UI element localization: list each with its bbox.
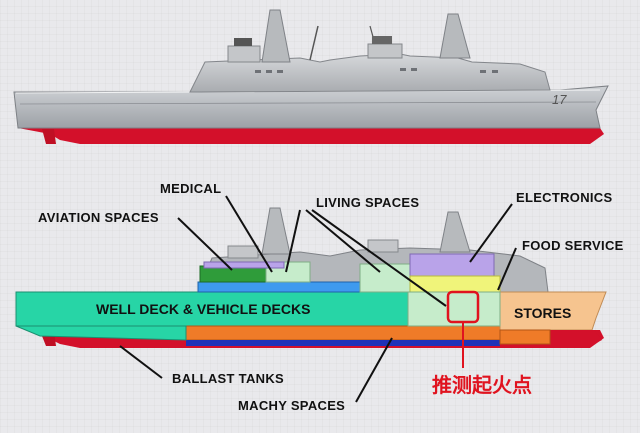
hull-number: 17 xyxy=(552,92,567,107)
bridge-block xyxy=(367,43,403,59)
cutaway-fwd-stack xyxy=(439,211,471,253)
machy-spaces-label: MACHY SPACES xyxy=(238,398,345,413)
machinery-fwd xyxy=(499,329,551,345)
well-deck-label: WELL DECK & VEHICLE DECKS xyxy=(96,301,310,317)
exterior-ship: 17 xyxy=(13,9,609,144)
leader-lines xyxy=(119,195,517,403)
ballast-region xyxy=(186,340,506,346)
living-region-fwd xyxy=(359,263,411,293)
red-underhull xyxy=(18,128,604,144)
food-service-label: FOOD SERVICE xyxy=(522,238,624,253)
antenna-1 xyxy=(309,25,319,61)
medical-leader xyxy=(225,195,273,273)
ballast-tanks-label: BALLAST TANKS xyxy=(172,371,284,386)
living-lower-fwd xyxy=(407,291,501,327)
medical-label: MEDICAL xyxy=(160,181,221,196)
window-row xyxy=(255,68,498,73)
cutaway-bridge-block xyxy=(367,239,399,253)
food-service-leader xyxy=(497,247,517,291)
living-leader-2 xyxy=(305,209,381,273)
aviation-leader xyxy=(177,217,233,271)
living-leader-1 xyxy=(285,209,301,273)
electronics-region xyxy=(409,253,495,277)
stores-label: STORES xyxy=(514,305,571,321)
cutaway-aft-block xyxy=(227,245,259,259)
aviation-region xyxy=(197,281,361,293)
fire-origin-label: 推测起火点 xyxy=(432,373,532,397)
hull-seam xyxy=(19,101,597,105)
electronics-leader xyxy=(469,203,513,263)
cutaway-aft-stack xyxy=(261,207,291,255)
machy-leader xyxy=(355,337,393,403)
aviation-spaces-label: AVIATION SPACES xyxy=(38,210,159,225)
machinery-region xyxy=(185,325,505,341)
radar-2 xyxy=(372,36,392,44)
aft-block xyxy=(227,45,261,63)
aft-lower-hull xyxy=(15,325,187,341)
living-spaces-label: LIVING SPACES xyxy=(316,195,419,210)
ballast-leader xyxy=(119,345,163,379)
aft-stack xyxy=(261,9,291,63)
cutaway-ship: WELL DECK & VEHICLE DECKS STORES xyxy=(15,207,607,368)
electronics-label: ELECTRONICS xyxy=(516,190,612,205)
living-leader-3 xyxy=(311,209,447,307)
upper-purple-strip xyxy=(203,261,285,269)
superstructure xyxy=(189,53,551,93)
rudder xyxy=(42,129,56,144)
fwd-stack xyxy=(439,13,471,59)
radar-1 xyxy=(234,38,252,46)
